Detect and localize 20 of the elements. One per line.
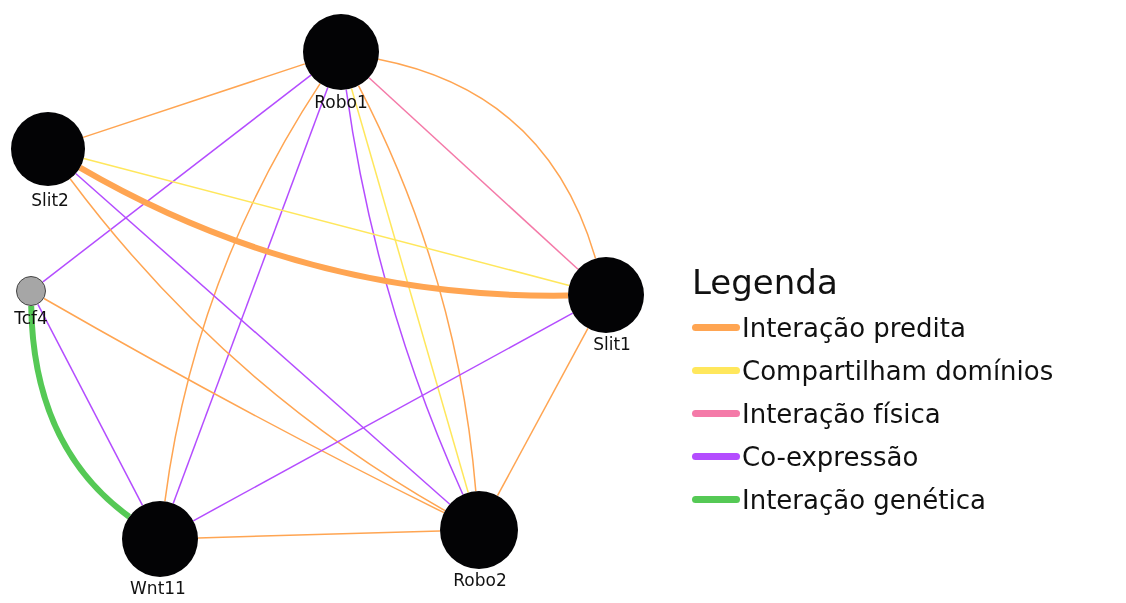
interaction-line	[28, 305, 132, 520]
legend-label: Interação física	[742, 398, 941, 429]
legend-label: Compartilham domínios	[742, 355, 1054, 386]
gene-label: Slit1	[593, 334, 631, 354]
gene-label: Slit2	[31, 190, 69, 210]
interaction-line	[496, 327, 589, 497]
interaction-line	[192, 312, 574, 522]
legend-label: Co-expressão	[742, 441, 919, 472]
interaction-line	[197, 530, 441, 539]
interaction-line	[43, 297, 445, 514]
gene-label: Robo2	[453, 570, 507, 590]
legend-label: Interação predita	[742, 312, 966, 343]
legend-title: Legenda	[692, 262, 839, 302]
legend-label: Interação genética	[742, 484, 986, 515]
interaction-line	[82, 63, 306, 139]
interaction-line	[368, 76, 579, 271]
gene-label: Wnt11	[130, 578, 186, 598]
interaction-line	[37, 303, 144, 507]
interaction-line	[42, 74, 312, 283]
interaction-line	[377, 58, 597, 260]
